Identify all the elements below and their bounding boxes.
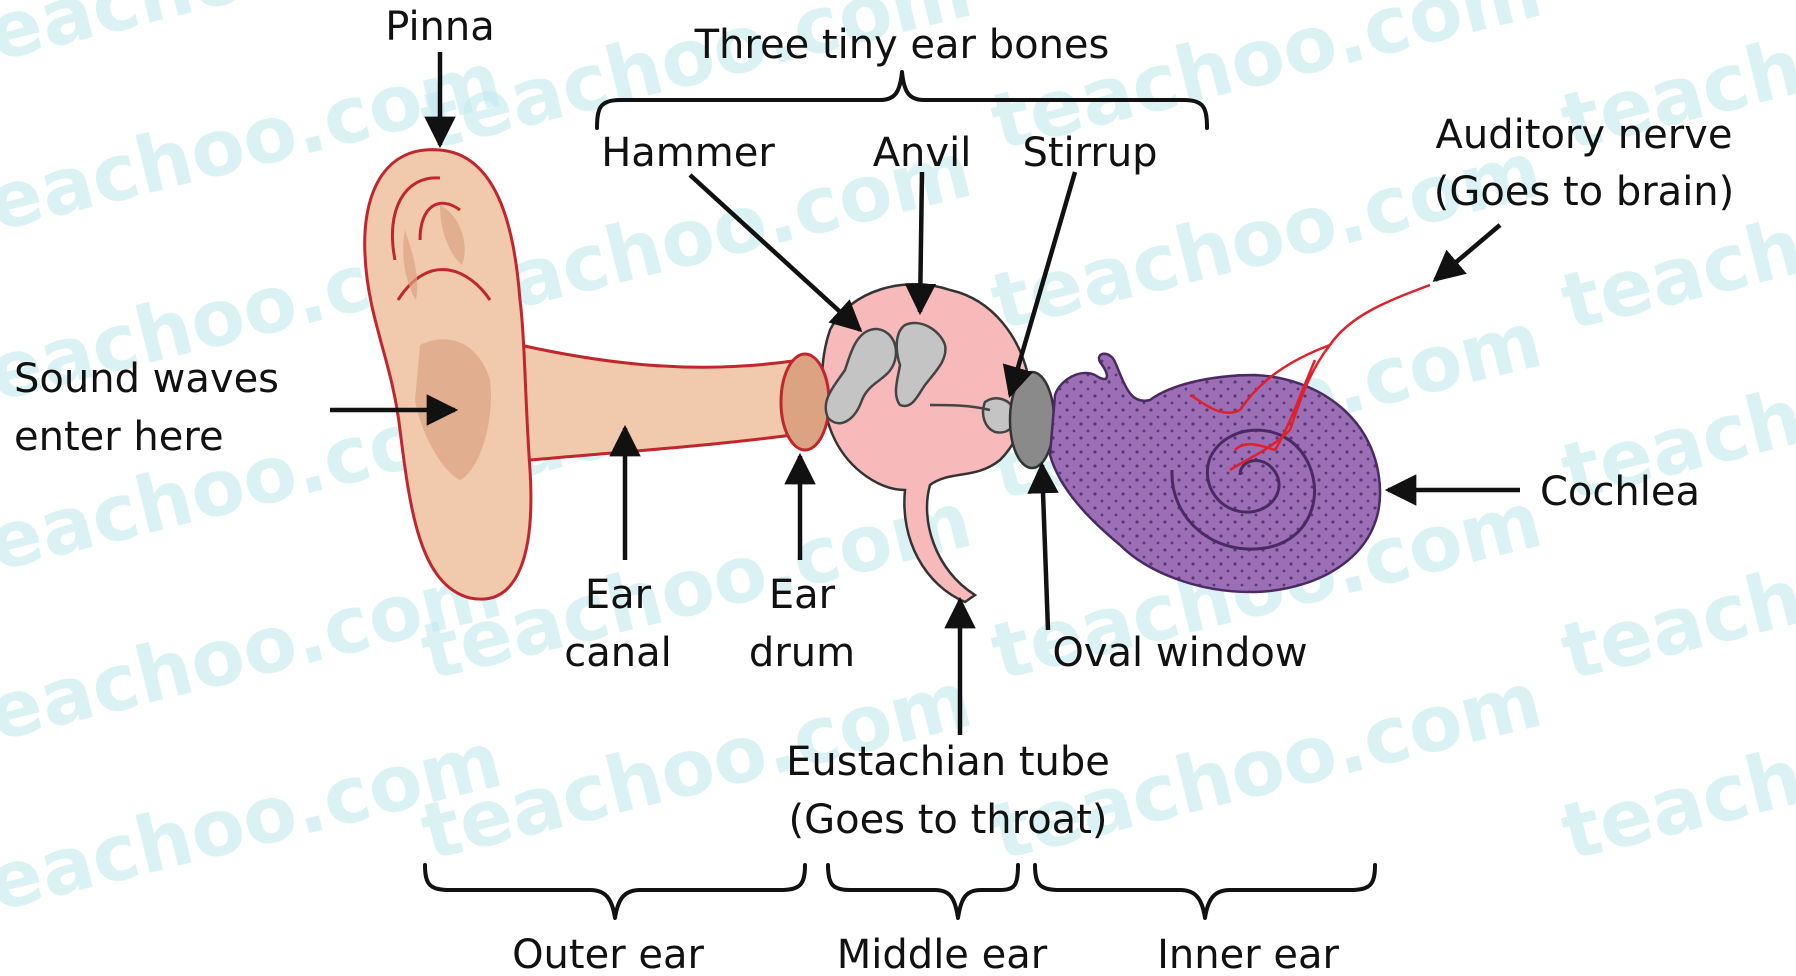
oval-window-shape [1010, 372, 1054, 468]
label-ear-canal-1: Ear [585, 572, 652, 618]
ear-canal-shape [510, 345, 815, 462]
ear-drum-shape [781, 354, 829, 450]
label-hammer: Hammer [601, 130, 775, 176]
brace-outer-ear [425, 865, 805, 918]
label-eustachian-tube: Eustachian tube [786, 739, 1110, 785]
label-ear-drum-1: Ear [769, 572, 836, 618]
label-pinna: Pinna [385, 4, 495, 50]
label-three-bones: Three tiny ear bones [694, 22, 1110, 68]
label-oval-window: Oval window [1052, 630, 1307, 676]
label-ear-canal-2: canal [564, 630, 671, 676]
brace-middle-ear [828, 865, 1018, 918]
label-cochlea: Cochlea [1540, 469, 1700, 515]
label-inner-ear: Inner ear [1157, 932, 1339, 976]
label-eustachian-tube-note: (Goes to throat) [789, 797, 1108, 843]
label-anvil: Anvil [873, 130, 972, 176]
label-auditory-nerve: Auditory nerve [1436, 112, 1733, 158]
label-outer-ear: Outer ear [512, 932, 704, 976]
label-sound-waves: Sound waves [14, 356, 279, 402]
arrow-anvil [920, 172, 922, 312]
label-middle-ear: Middle ear [837, 932, 1048, 976]
label-sound-waves-note: enter here [14, 414, 224, 460]
brace-inner-ear [1035, 865, 1375, 918]
label-auditory-nerve-note: (Goes to brain) [1434, 169, 1735, 215]
label-stirrup: Stirrup [1022, 130, 1157, 176]
label-ear-drum-2: drum [749, 630, 855, 676]
